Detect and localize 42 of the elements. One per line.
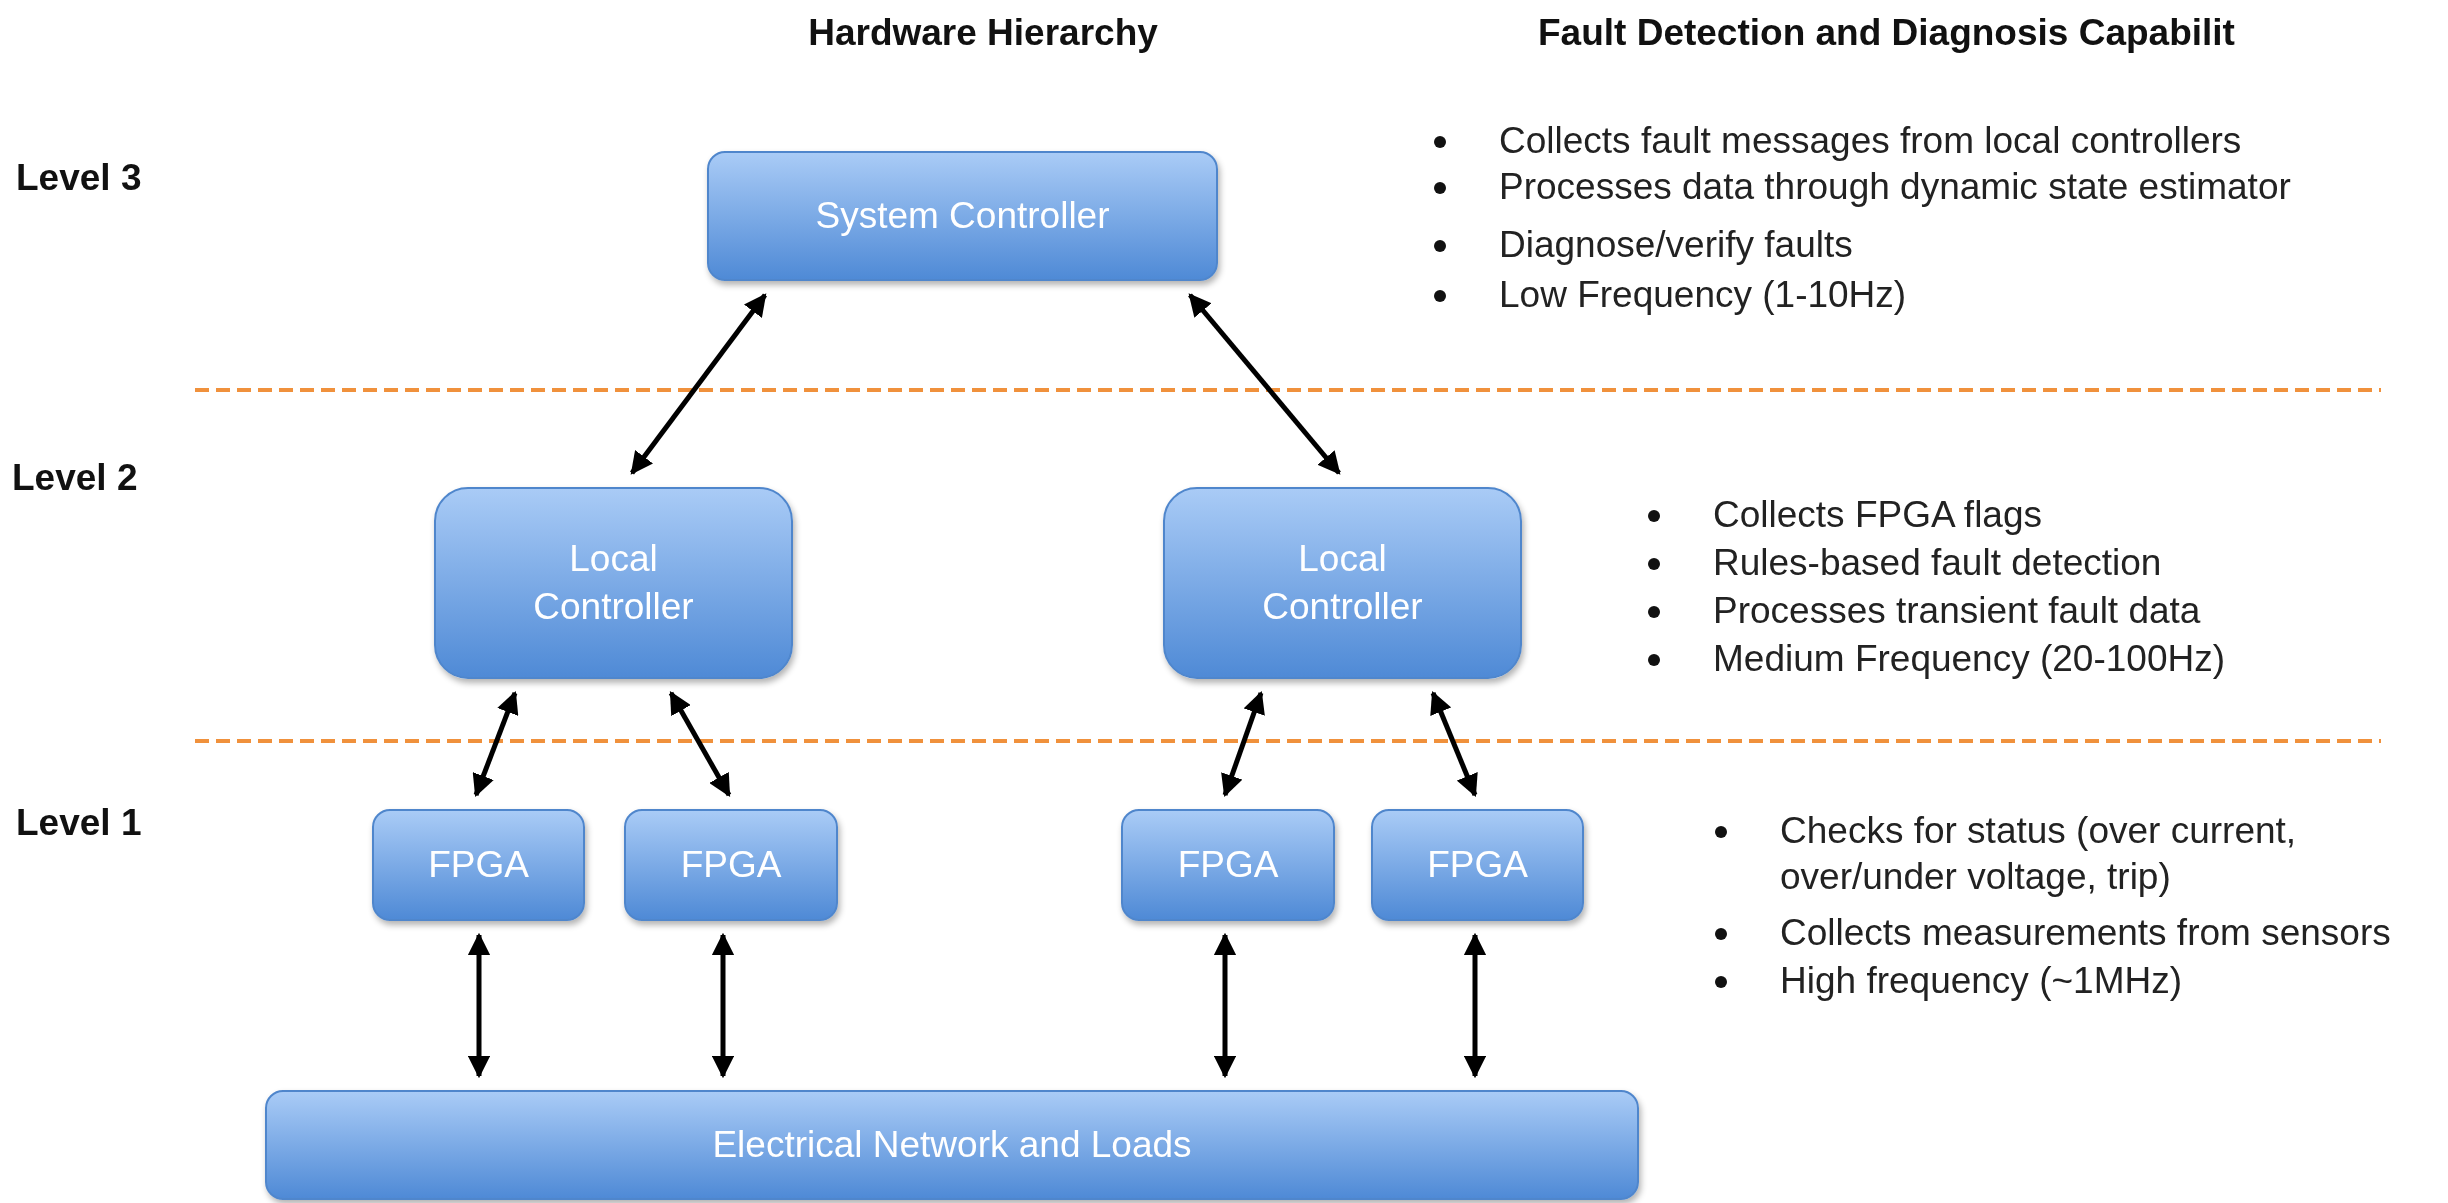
column-heading: Hardware Hierarchy — [808, 11, 1158, 55]
double-arrow — [472, 690, 519, 798]
level-label: Level 2 — [12, 456, 138, 500]
bullet-text: Low Frequency (1-10Hz) — [1499, 273, 1907, 317]
double-arrow — [711, 932, 735, 1079]
double-arrow — [1221, 690, 1265, 798]
controller-box — [1163, 487, 1522, 679]
bullet-text: Collects fault messages from local controllers — [1499, 119, 2242, 163]
bullet-text: Processes transient fault data — [1713, 589, 2201, 633]
node-label: FPGA — [1177, 842, 1279, 887]
node-label: FPGA — [680, 842, 782, 887]
bullet-text: Processes data through dynamic state estimator — [1499, 165, 2291, 209]
double-arrow — [1213, 932, 1237, 1079]
node-label: FPGA — [1427, 842, 1528, 887]
column-heading: Fault Detection and Diagnosis Capabilit — [1538, 11, 2235, 55]
level-label: Level 3 — [16, 156, 142, 200]
bullet-text: Collects measurements from sensors — [1780, 911, 2391, 955]
controller-box — [707, 151, 1218, 281]
node-label: Local Controller — [532, 536, 695, 629]
bullet-text: Checks for status (over current, over/under voltage, trip) — [1780, 809, 2298, 900]
bullet-text: Diagnose/verify faults — [1499, 223, 1853, 267]
node-label: System Controller — [815, 193, 1110, 238]
double-arrow — [630, 293, 767, 475]
bullet-text: Medium Frequency (20-100Hz) — [1713, 637, 2226, 681]
double-arrow — [1430, 690, 1478, 798]
bullet-text: High frequency (~1MHz) — [1780, 959, 2182, 1003]
double-arrow — [467, 932, 491, 1079]
network-bar — [265, 1090, 1639, 1200]
double-arrow — [1463, 932, 1487, 1079]
bullet-text: Rules-based fault detection — [1713, 541, 2162, 585]
controller-box — [1371, 809, 1584, 921]
controller-box — [434, 487, 793, 679]
controller-box — [1121, 809, 1335, 921]
node-label: Local Controller — [1261, 536, 1424, 629]
bullet-text: Collects FPGA flags — [1713, 493, 2042, 537]
level-label: Level 1 — [16, 801, 142, 845]
controller-box — [372, 809, 585, 921]
node-label: FPGA — [428, 842, 529, 887]
controller-box — [624, 809, 838, 921]
double-arrow — [668, 691, 732, 797]
double-arrow — [1188, 293, 1341, 475]
node-label: Electrical Network and Loads — [712, 1122, 1192, 1167]
